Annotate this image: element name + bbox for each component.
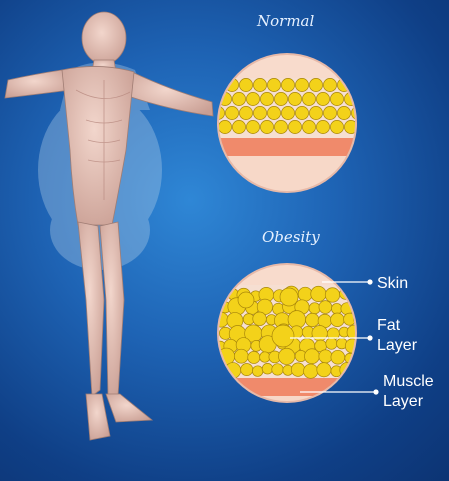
fat-label-line2: Layer bbox=[377, 337, 418, 354]
fat-cell bbox=[246, 120, 260, 134]
fat-cell bbox=[279, 287, 299, 307]
fat-cell bbox=[330, 312, 345, 327]
fat-cell bbox=[316, 92, 330, 106]
fat-cell bbox=[344, 338, 355, 354]
fat-cell bbox=[261, 363, 274, 375]
fat-cell bbox=[260, 92, 274, 106]
fat-cell bbox=[252, 365, 264, 377]
fat-cell bbox=[316, 362, 332, 378]
fat-cell bbox=[267, 106, 281, 120]
fat-cell bbox=[309, 78, 323, 92]
fat-cell bbox=[290, 362, 306, 377]
fat-cell bbox=[331, 303, 343, 315]
fat-cell bbox=[246, 92, 260, 106]
fat-cell bbox=[344, 120, 355, 134]
fat-cell bbox=[239, 106, 253, 120]
fat-cell bbox=[303, 363, 319, 379]
pointer-lines bbox=[290, 279, 379, 395]
fat-cell bbox=[219, 120, 232, 134]
fat-cell bbox=[351, 106, 355, 120]
fat-label-line1: Fat bbox=[377, 317, 401, 334]
fat-cell bbox=[343, 312, 355, 326]
fat-cell bbox=[274, 120, 288, 134]
fat-cell bbox=[295, 106, 309, 120]
fat-cell bbox=[288, 120, 302, 134]
fat-cell bbox=[274, 92, 288, 106]
fat-cell bbox=[232, 120, 246, 134]
fat-cell bbox=[252, 311, 267, 326]
fat-cell bbox=[237, 291, 255, 309]
fat-cell bbox=[311, 325, 328, 342]
fat-cell bbox=[302, 92, 316, 106]
fat-cell bbox=[347, 287, 355, 306]
fat-cell bbox=[219, 78, 225, 92]
fat-cell bbox=[308, 302, 321, 315]
fat-cell bbox=[219, 106, 225, 120]
fat-pointer-dot bbox=[367, 335, 373, 341]
muscle-label-line2: Layer bbox=[383, 393, 424, 410]
fat-cell bbox=[239, 78, 253, 92]
fat-layer-label: Fat Layer bbox=[377, 316, 437, 356]
fat-cell bbox=[260, 120, 274, 134]
fat-cell bbox=[247, 350, 261, 364]
fat-cell bbox=[324, 287, 341, 303]
fat-cell bbox=[295, 78, 309, 92]
fat-cell bbox=[351, 78, 355, 92]
muscle-layer-label: Muscle Layer bbox=[383, 372, 449, 412]
fat-cell bbox=[352, 351, 355, 366]
fat-cell bbox=[337, 106, 351, 120]
fat-cell bbox=[323, 78, 337, 92]
fat-cell bbox=[316, 120, 330, 134]
fat-cell bbox=[271, 324, 295, 348]
fat-cell bbox=[225, 106, 239, 120]
human-figure bbox=[4, 11, 214, 441]
muscle-lines bbox=[75, 80, 131, 200]
normal-cross-section bbox=[217, 53, 357, 193]
fat-cell bbox=[281, 78, 295, 92]
fat-cell bbox=[253, 78, 267, 92]
fat-cell bbox=[305, 312, 320, 328]
fat-cell bbox=[271, 363, 284, 376]
fat-cell bbox=[232, 92, 246, 106]
obesity-title: Obesity bbox=[262, 228, 320, 246]
obesity-fat-cells bbox=[219, 285, 355, 380]
fat-cell bbox=[281, 106, 295, 120]
fat-cell bbox=[330, 92, 344, 106]
fat-cell bbox=[310, 285, 327, 303]
fat-cell bbox=[323, 106, 337, 120]
fat-cell bbox=[330, 349, 346, 365]
fat-cell bbox=[219, 364, 228, 378]
fat-cell bbox=[352, 361, 355, 380]
fat-cell bbox=[267, 78, 281, 92]
fat-cell bbox=[330, 120, 344, 134]
fat-cell bbox=[233, 348, 249, 364]
fat-cell bbox=[302, 120, 316, 134]
skin-label: Skin bbox=[377, 275, 409, 292]
fat-cell bbox=[318, 349, 333, 364]
fat-cell bbox=[325, 337, 338, 350]
muscle-label-line1: Muscle bbox=[383, 373, 434, 390]
skin-pointer-dot bbox=[367, 279, 373, 285]
fat-cell bbox=[259, 351, 271, 363]
fat-cell bbox=[240, 363, 254, 376]
normal-title: Normal bbox=[257, 12, 315, 30]
fat-cell bbox=[304, 348, 320, 365]
muscle-pointer-dot bbox=[373, 389, 379, 395]
fat-cell bbox=[309, 106, 323, 120]
fat-cell bbox=[297, 286, 313, 302]
fat-cell bbox=[288, 92, 302, 106]
fat-cell bbox=[253, 106, 267, 120]
fat-cell bbox=[318, 300, 333, 314]
fat-cell bbox=[278, 347, 296, 365]
